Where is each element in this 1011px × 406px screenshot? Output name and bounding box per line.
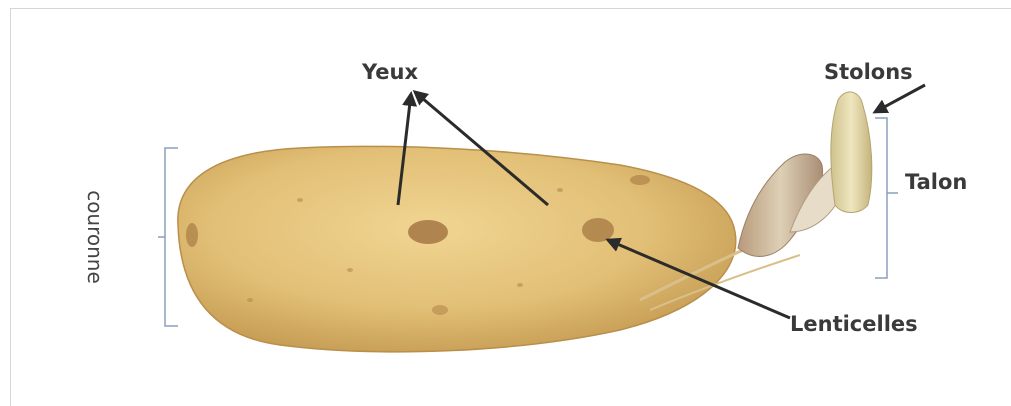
arrow-stolons: [875, 85, 925, 112]
label-stolons: Stolons: [824, 60, 913, 84]
label-yeux: Yeux: [362, 60, 418, 84]
potato-tuber: [178, 146, 800, 351]
sprout-talon: [738, 154, 845, 256]
bracket-talon: [875, 118, 898, 278]
eye-mark-1: [408, 220, 448, 244]
label-talon: Talon: [905, 170, 1011, 194]
label-couronne: couronne: [83, 190, 107, 284]
eye-mark-2: [582, 218, 614, 242]
bracket-couronne: [158, 148, 178, 326]
label-lenticelles: Lenticelles: [790, 312, 918, 336]
stolon-shoot: [831, 92, 872, 213]
